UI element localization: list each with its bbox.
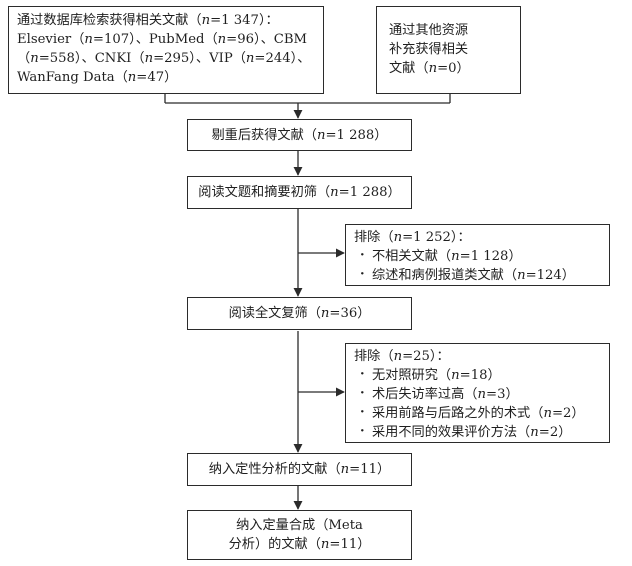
other-line-3: 文献（n=0） [389,61,470,76]
exclusion-1-item: 综述和病例报道类文献（n=124） [354,265,601,285]
qualitative-text: 纳入定性分析的文献（n=11） [208,462,391,477]
meta-line-2: 分析）的文献（n=11） [228,537,371,552]
dedup-box: 剔重后获得文献（n=1 288） [187,119,412,151]
exclusion-1-list: 不相关文献（n=1 128） 综述和病例报道类文献（n=124） [354,246,601,285]
exclusion-1-item: 不相关文献（n=1 128） [354,246,601,266]
exclusion-2-title: 排除（n=25）： [354,349,450,364]
other-line-2: 补充获得相关 [389,42,469,57]
db-line-1: 通过数据库检索获得相关文献（n=1 347）： [17,13,279,28]
db-line-2: Elsevier（n=107）、PubMed（n=96）、CBM [17,32,308,47]
other-line-1: 通过其他资源 [389,23,469,38]
exclusion-1-title: 排除（n=1 252）： [354,230,471,245]
screen-text: 阅读文题和摘要初筛（n=1 288） [198,185,401,200]
title-abstract-screen-box: 阅读文题和摘要初筛（n=1 288） [187,176,412,209]
exclusion-2-item: 采用不同的效果评价方法（n=2） [354,422,601,442]
exclusion-2-item: 无对照研究（n=18） [354,365,601,385]
exclusion-2-item: 术后失访率过高（n=3） [354,384,601,404]
exclusion-2-list: 无对照研究（n=18） 术后失访率过高（n=3） 采用前路与后路之外的术式（n=… [354,365,601,442]
fulltext-text: 阅读全文复筛（n=36） [228,306,371,321]
other-sources-box: 通过其他资源 补充获得相关 文献（n=0） [376,6,521,94]
dedup-text: 剔重后获得文献（n=1 288） [211,128,388,143]
exclusion-2-item: 采用前路与后路之外的术式（n=2） [354,403,601,423]
qualitative-box: 纳入定性分析的文献（n=11） [187,453,412,486]
fulltext-screen-box: 阅读全文复筛（n=36） [187,297,412,330]
database-search-box: 通过数据库检索获得相关文献（n=1 347）： Elsevier（n=107）、… [8,6,324,94]
meta-analysis-box: 纳入定量合成（Meta 分析）的文献（n=11） [187,510,412,560]
meta-line-1: 纳入定量合成（Meta [236,518,363,533]
db-line-3: （n=558）、CNKI（n=295）、VIP（n=244）、 [17,51,311,66]
exclusion-box-1: 排除（n=1 252）： 不相关文献（n=1 128） 综述和病例报道类文献（n… [345,224,610,286]
db-line-4: WanFang Data（n=47） [17,70,178,85]
exclusion-box-2: 排除（n=25）： 无对照研究（n=18） 术后失访率过高（n=3） 采用前路与… [345,343,610,443]
